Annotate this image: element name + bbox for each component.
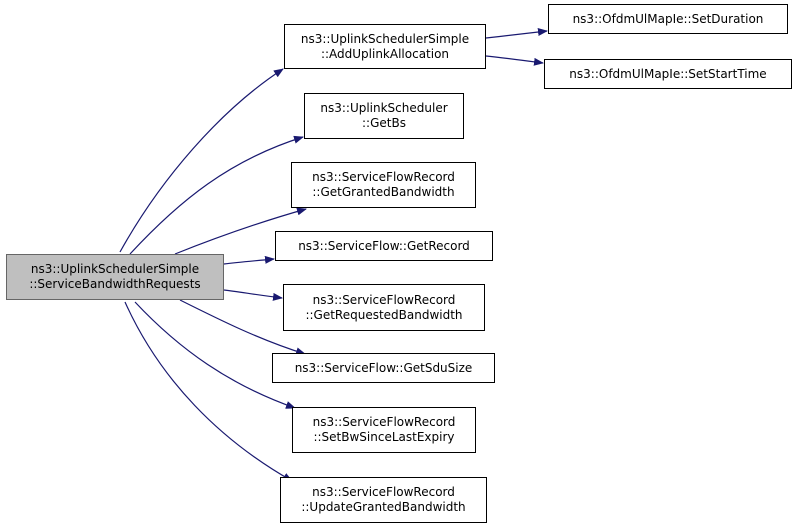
node-label-line2: ::AddUplinkAllocation <box>320 46 450 61</box>
edge-add-uplink-to-set-duration <box>485 28 548 39</box>
node-label-line1: ns3::ServiceFlowRecord <box>312 170 455 184</box>
node-set-duration[interactable]: ns3::OfdmUlMapIe::SetDuration <box>548 4 788 34</box>
node-label-line1: ns3::ServiceFlowRecord <box>312 485 455 499</box>
edge-root-to-get-bs <box>129 135 304 255</box>
node-label-line2: ::GetGrantedBandwidth <box>312 185 455 199</box>
node-label-line1: ns3::OfdmUlMapIe::SetStartTime <box>569 66 767 81</box>
node-label-line2: ::SetBwSinceLastExpiry <box>313 430 455 444</box>
edge-root-to-add-uplink-allocation <box>119 68 284 253</box>
node-get-record[interactable]: ns3::ServiceFlow::GetRecord <box>275 231 493 261</box>
edge-root-to-set-bw-since-last-expiry <box>134 301 296 409</box>
node-label-line1: ns3::UplinkScheduler <box>320 101 448 115</box>
edge-root-to-get-record <box>223 255 275 265</box>
node-label-line2: ::GetRequestedBandwidth <box>305 307 463 322</box>
node-label-line1: ns3::ServiceFlowRecord <box>312 292 456 307</box>
edge-add-uplink-to-set-start-time <box>485 55 544 66</box>
edge-root-to-get-granted-bandwidth <box>174 207 307 255</box>
node-get-bs[interactable]: ns3::UplinkScheduler ::GetBs <box>304 93 464 139</box>
node-get-requested-bandwidth[interactable]: ns3::ServiceFlowRecord ::GetRequestedBan… <box>283 284 485 331</box>
edge-root-to-get-requested-bandwidth <box>223 289 283 301</box>
node-set-start-time[interactable]: ns3::OfdmUlMapIe::SetStartTime <box>544 59 792 89</box>
node-update-granted-bandwidth[interactable]: ns3::ServiceFlowRecord ::UpdateGrantedBa… <box>280 477 487 523</box>
node-label-line1: ns3::UplinkSchedulerSimple <box>300 31 470 46</box>
node-label-line1: ns3::ServiceFlow::GetSduSize <box>294 360 473 375</box>
edge-root-to-get-sdu-size <box>179 299 306 356</box>
node-get-granted-bandwidth[interactable]: ns3::ServiceFlowRecord ::GetGrantedBandw… <box>291 162 476 208</box>
edge-root-to-update-granted-bandwidth <box>124 301 293 482</box>
node-label-line1: ns3::ServiceFlowRecord <box>312 415 456 429</box>
node-add-uplink-allocation[interactable]: ns3::UplinkSchedulerSimple ::AddUplinkAl… <box>284 24 486 69</box>
node-label-line2: ::UpdateGrantedBandwidth <box>301 500 466 514</box>
node-label-line2: ::GetBs <box>362 116 406 130</box>
node-label-line1: ns3::ServiceFlow::GetRecord <box>298 238 470 253</box>
node-label-line1: ns3::UplinkSchedulerSimple <box>30 262 200 276</box>
node-set-bw-since-last-expiry[interactable]: ns3::ServiceFlowRecord ::SetBwSinceLastE… <box>292 407 476 453</box>
node-label-line2: ::ServiceBandwidthRequests <box>29 277 201 291</box>
node-service-bandwidth-requests[interactable]: ns3::UplinkSchedulerSimple ::ServiceBand… <box>6 254 224 300</box>
node-get-sdu-size[interactable]: ns3::ServiceFlow::GetSduSize <box>272 353 495 383</box>
node-label-line1: ns3::OfdmUlMapIe::SetDuration <box>572 11 764 26</box>
